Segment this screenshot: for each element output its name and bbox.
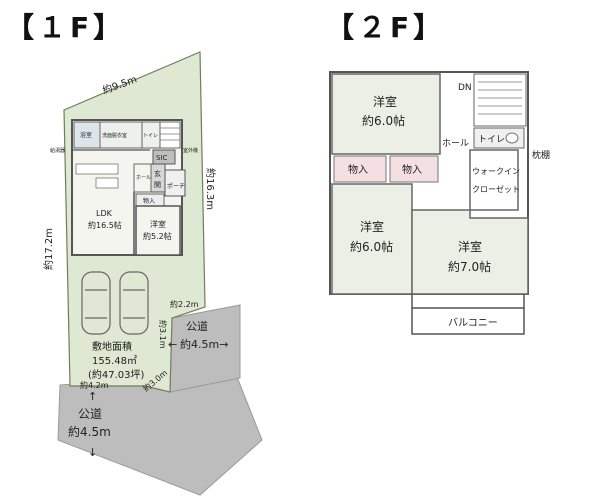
parking-car-2 xyxy=(119,271,149,335)
bottom-road-width: 約4.5m xyxy=(68,424,111,439)
kitchen-counter xyxy=(75,163,119,175)
toilet-bowl-icon xyxy=(505,132,519,144)
kitchen-island xyxy=(95,177,119,189)
makurado-label: 枕棚 xyxy=(532,149,550,161)
balcony xyxy=(411,307,525,335)
storage-2f-2 xyxy=(389,155,439,183)
bath-label: 浴室 xyxy=(80,131,92,139)
hall-1f-label: ホール xyxy=(136,175,151,181)
washroom-label: 洗面脱衣室 xyxy=(102,132,127,139)
stair-2f-treads xyxy=(478,81,522,115)
western-2f-b-label: 洋室 xyxy=(360,219,384,234)
site-area-value: 155.48㎡ xyxy=(92,355,137,367)
western-room-1f xyxy=(135,205,181,256)
dim-driveway-right: 約2.2m xyxy=(170,299,199,309)
western-2f-c-label: 洋室 xyxy=(458,239,482,254)
entrance-label-1: 玄 xyxy=(154,169,161,178)
ldk-label: LDK xyxy=(96,209,113,218)
floor2-heading: 【２F】 xyxy=(326,11,446,44)
western-1f-label: 洋室 xyxy=(150,219,166,229)
walkin-closet xyxy=(469,149,519,211)
toilet-2f-label: トイレ xyxy=(478,135,505,145)
sic-label: SIC xyxy=(156,154,168,162)
balcony-label: バルコニー xyxy=(448,317,498,329)
site-area-tsubo: (約47.03坪) xyxy=(88,368,145,381)
walkin-label: ウォークイン xyxy=(472,167,520,176)
western-room-2f-b xyxy=(331,183,413,295)
dim-left: 約17.2m xyxy=(42,228,55,270)
right-road-width: 約4.5m→ xyxy=(180,337,228,351)
floor1-heading: 【１F】 xyxy=(6,11,126,44)
bottom-road-label: 公道 xyxy=(78,407,102,421)
right-road-label: 公道 xyxy=(186,319,208,333)
site-area-label: 敷地面積 xyxy=(92,340,132,353)
western-room-2f-a xyxy=(331,73,441,155)
storage-2f-2-label: 物入 xyxy=(402,163,422,176)
hall-2f-label: ホール xyxy=(442,138,469,149)
storage-2f-1-label: 物入 xyxy=(348,163,368,176)
parking-car-1 xyxy=(81,271,111,335)
western-1f-size: 約5.2帖 xyxy=(143,231,172,241)
outdoor-unit-label: 室外機 xyxy=(183,147,198,154)
closet-label: クローゼット xyxy=(472,184,520,194)
stair-1f xyxy=(159,121,181,149)
porch-label: ポーチ xyxy=(167,182,185,190)
right-road-arrow-left: ← xyxy=(168,338,177,351)
porch xyxy=(164,169,186,197)
hall-1f xyxy=(133,163,152,193)
western-2f-c-size: 約7.0帖 xyxy=(448,259,491,274)
storage-2f-1 xyxy=(333,155,387,183)
stair-1f-treads xyxy=(160,127,180,141)
dim-bottom-left: 約4.2m xyxy=(80,380,109,390)
washroom xyxy=(99,121,143,149)
western-2f-a-label: 洋室 xyxy=(373,94,397,109)
dim-corner: 約3.1m xyxy=(158,320,168,349)
storage-1f-label: 物入 xyxy=(143,197,155,205)
dn-label: DN xyxy=(458,83,472,93)
dim-right: 約16.3m xyxy=(204,168,217,210)
western-2f-b-size: 約6.0帖 xyxy=(350,239,393,254)
western-2f-a-size: 約6.0帖 xyxy=(362,113,405,128)
entrance-label-2: 関 xyxy=(154,181,161,189)
toilet-1f-label: トイレ xyxy=(143,133,158,139)
bottom-road-arrow-up: ↑ xyxy=(88,390,97,403)
water-heater-label: 給湯器 xyxy=(50,147,65,154)
bottom-road-arrow-down: ↓ xyxy=(88,446,97,459)
ldk-size: 約16.5帖 xyxy=(88,220,122,230)
stair-2f xyxy=(473,73,527,127)
